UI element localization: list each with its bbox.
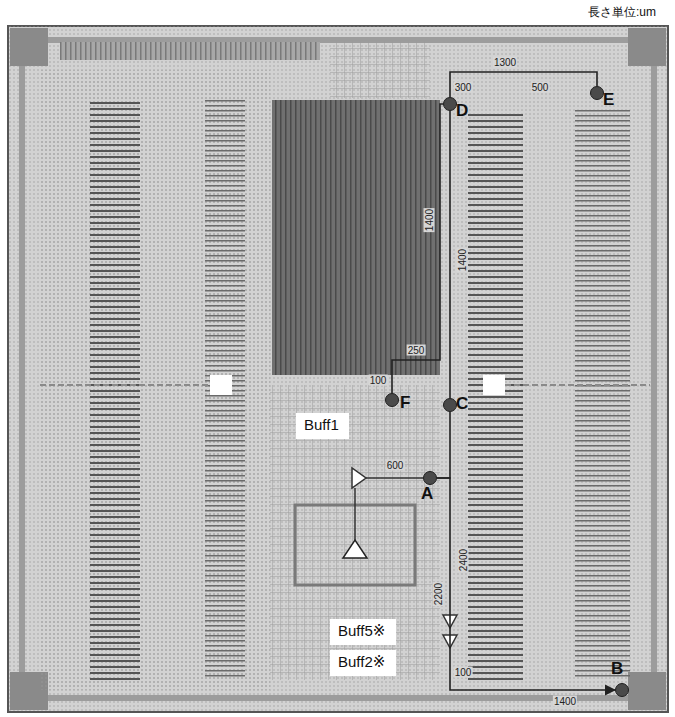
- wire-route: [449, 111, 451, 398]
- dimension-label: 500: [531, 82, 550, 93]
- dimension-label: 100: [454, 667, 473, 678]
- via-point: F: [385, 393, 399, 407]
- via-point: C: [443, 398, 457, 412]
- unit-note: 長さ単位:um: [587, 6, 657, 19]
- buffer-name: Buff1: [304, 416, 341, 434]
- dimension-label: 1400: [424, 208, 435, 232]
- point-letter: C: [456, 395, 468, 412]
- via-point: D: [443, 97, 457, 111]
- via-point: A: [423, 471, 437, 485]
- buffer-label: Buff2※: [330, 650, 396, 676]
- dimension-label: 1300: [493, 57, 517, 68]
- buffer-name: Buff2※: [338, 653, 388, 671]
- dimension-label: 1400: [553, 696, 577, 707]
- point-letter: B: [611, 660, 623, 677]
- wire-route: [392, 104, 443, 393]
- buffer-name: Buff5※: [338, 622, 388, 640]
- point-letter: D: [456, 102, 468, 119]
- point-letter: E: [603, 91, 614, 108]
- via-point: B: [615, 683, 629, 697]
- dimension-label: 1400: [457, 248, 468, 272]
- dimension-label: 600: [386, 460, 405, 471]
- buffer-label: Buff5※: [330, 619, 396, 645]
- point-letter: F: [400, 394, 410, 411]
- dimension-label: 250: [407, 345, 426, 356]
- dimension-label: 2200: [433, 582, 444, 606]
- wire-route: [437, 478, 615, 690]
- wire-route: [450, 72, 597, 97]
- via-point: E: [590, 86, 604, 100]
- buffer-label: Buff1: [296, 413, 349, 439]
- dimension-label: 300: [454, 82, 473, 93]
- dimension-label: 2400: [458, 548, 469, 572]
- point-letter: A: [421, 485, 433, 502]
- dimension-label: 100: [369, 375, 388, 386]
- wire-route: [437, 412, 450, 478]
